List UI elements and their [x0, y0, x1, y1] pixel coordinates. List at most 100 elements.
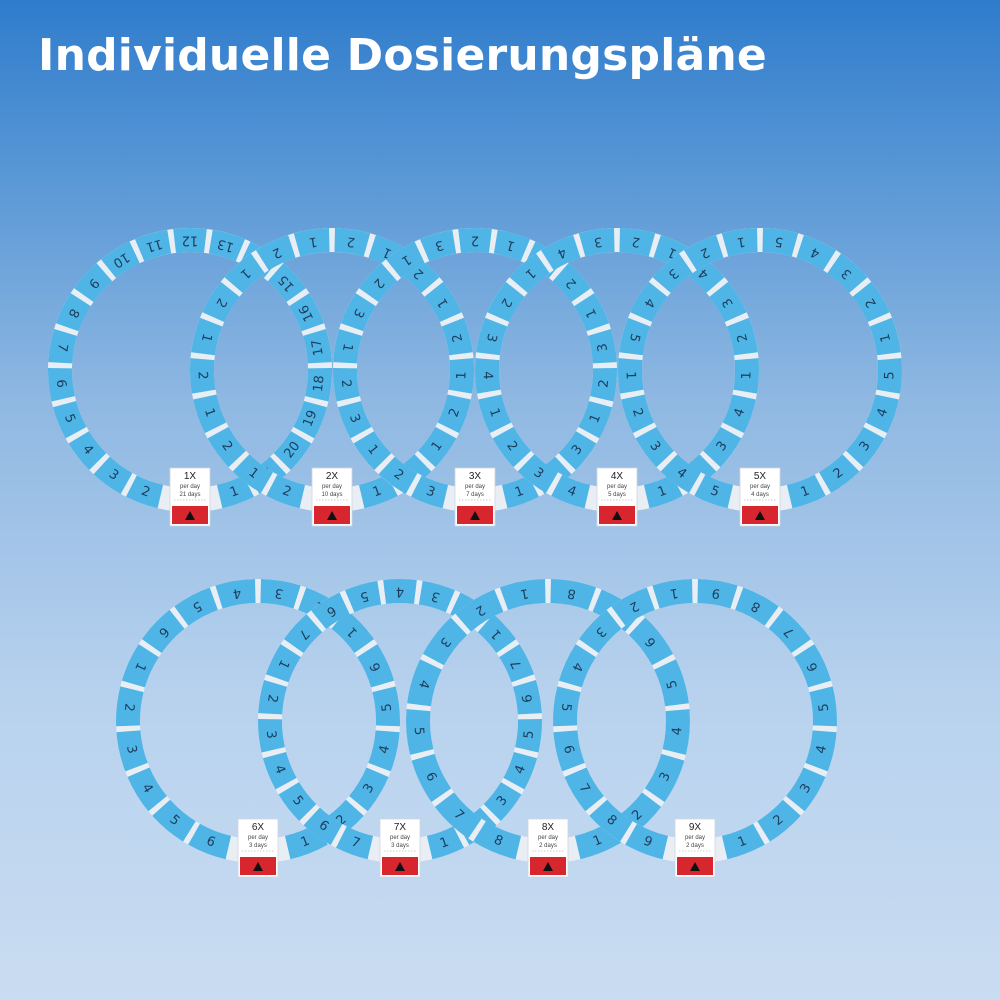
ring-segment	[865, 394, 899, 434]
ring-segment	[512, 679, 542, 715]
ring-segment	[335, 826, 374, 860]
dose-duration: 2 days	[539, 843, 557, 849]
ring-number: 1	[739, 371, 754, 380]
ring-number: 3	[274, 585, 285, 601]
ring-segment	[215, 579, 256, 609]
ring-segment	[134, 229, 172, 262]
ring-segment	[278, 782, 317, 822]
ring-number: 2	[346, 233, 356, 249]
ring-segment	[258, 679, 288, 715]
ring-segment	[694, 474, 734, 509]
ring-segment	[55, 293, 91, 332]
ring-segment	[558, 431, 597, 471]
dose-duration: 21 days	[179, 492, 200, 498]
ring-segment	[283, 614, 323, 653]
dose-per-day: per day	[465, 484, 485, 490]
dose-duration: 5 days	[608, 492, 626, 498]
ring-number: 2	[471, 233, 479, 248]
dose-per-day: per day	[538, 835, 558, 841]
ring-segment	[475, 358, 501, 394]
ring-segment	[458, 228, 492, 253]
ring-segment	[827, 253, 868, 293]
arrow-up-icon	[690, 862, 700, 871]
ring-number: 11	[144, 236, 164, 255]
ring-segment	[116, 730, 148, 772]
dose-per-day: per day	[750, 484, 770, 490]
ring-segment	[487, 281, 525, 323]
ring-segment	[551, 474, 591, 509]
ring-number: 3	[433, 237, 445, 254]
ring-segment	[419, 229, 457, 262]
ring-segment	[311, 592, 350, 630]
ring-segment	[383, 579, 417, 604]
ring-number: 5	[626, 332, 643, 344]
ring-segment	[499, 579, 546, 610]
ring-segment	[846, 426, 885, 468]
ring-number: 17	[309, 338, 327, 357]
dose-frequency: 5X	[754, 471, 767, 482]
ring-segment	[617, 358, 644, 394]
ring-number: 18	[311, 375, 328, 393]
ring-segment	[499, 644, 535, 683]
ring-number: 1	[339, 342, 355, 353]
ring-segment	[372, 686, 400, 727]
ring-segment	[517, 454, 558, 493]
ring-segment	[422, 617, 468, 666]
ring-number: 4	[814, 744, 830, 755]
ring-segment	[492, 426, 531, 468]
ring-number: 8	[566, 585, 577, 601]
ring-segment	[265, 644, 301, 683]
ring-segment	[809, 686, 837, 727]
ring-segment	[127, 767, 167, 812]
dose-duration: 7 days	[466, 492, 484, 498]
ring-number: 3	[263, 730, 279, 740]
ring-segment	[305, 368, 332, 402]
ring-segment	[189, 358, 216, 394]
arrow-up-icon	[253, 862, 263, 871]
ring-segment	[768, 609, 812, 653]
dose-frequency: 7X	[394, 822, 407, 833]
ring-segment	[660, 454, 701, 493]
ring-segment	[260, 579, 301, 609]
ring-number: 3	[430, 588, 442, 605]
arrow-up-icon	[327, 511, 337, 520]
ring-segment	[501, 475, 540, 509]
ring-segment	[540, 234, 581, 271]
dose-frequency: 6X	[252, 822, 265, 833]
ring-number: 4	[415, 678, 432, 690]
ring-segment	[337, 400, 372, 439]
ring-segment	[188, 823, 232, 860]
ring-segment	[152, 799, 196, 842]
ring-segment	[208, 229, 246, 262]
ring-segment	[652, 253, 693, 293]
ring-number: 1	[454, 371, 469, 380]
ring-segment	[553, 686, 581, 727]
ring-segment	[441, 317, 473, 356]
ring-segment	[116, 686, 144, 727]
ring-segment	[574, 293, 610, 332]
ring-segment	[652, 579, 693, 609]
ring-segment	[709, 281, 747, 323]
ring-segment	[357, 644, 395, 688]
ring-segment	[93, 456, 133, 494]
ring-number: 1	[736, 233, 746, 249]
ring-number: 4	[479, 371, 494, 380]
ring-segment	[302, 328, 332, 364]
ring-segment	[52, 400, 87, 439]
dose-frequency: 8X	[542, 822, 555, 833]
ring-segment	[611, 587, 655, 626]
dose-duration: 10 days	[321, 492, 342, 498]
ring-number: 4	[232, 585, 243, 601]
ring-segment	[726, 317, 758, 356]
ring-segment	[550, 579, 597, 610]
ring-segment	[552, 263, 592, 302]
ring-segment	[303, 807, 343, 845]
dose-duration: 2 days	[686, 843, 704, 849]
ring-segment	[757, 799, 801, 842]
ring-number: 13	[216, 236, 236, 255]
ring-segment	[553, 730, 585, 772]
ring-segment	[48, 328, 78, 364]
